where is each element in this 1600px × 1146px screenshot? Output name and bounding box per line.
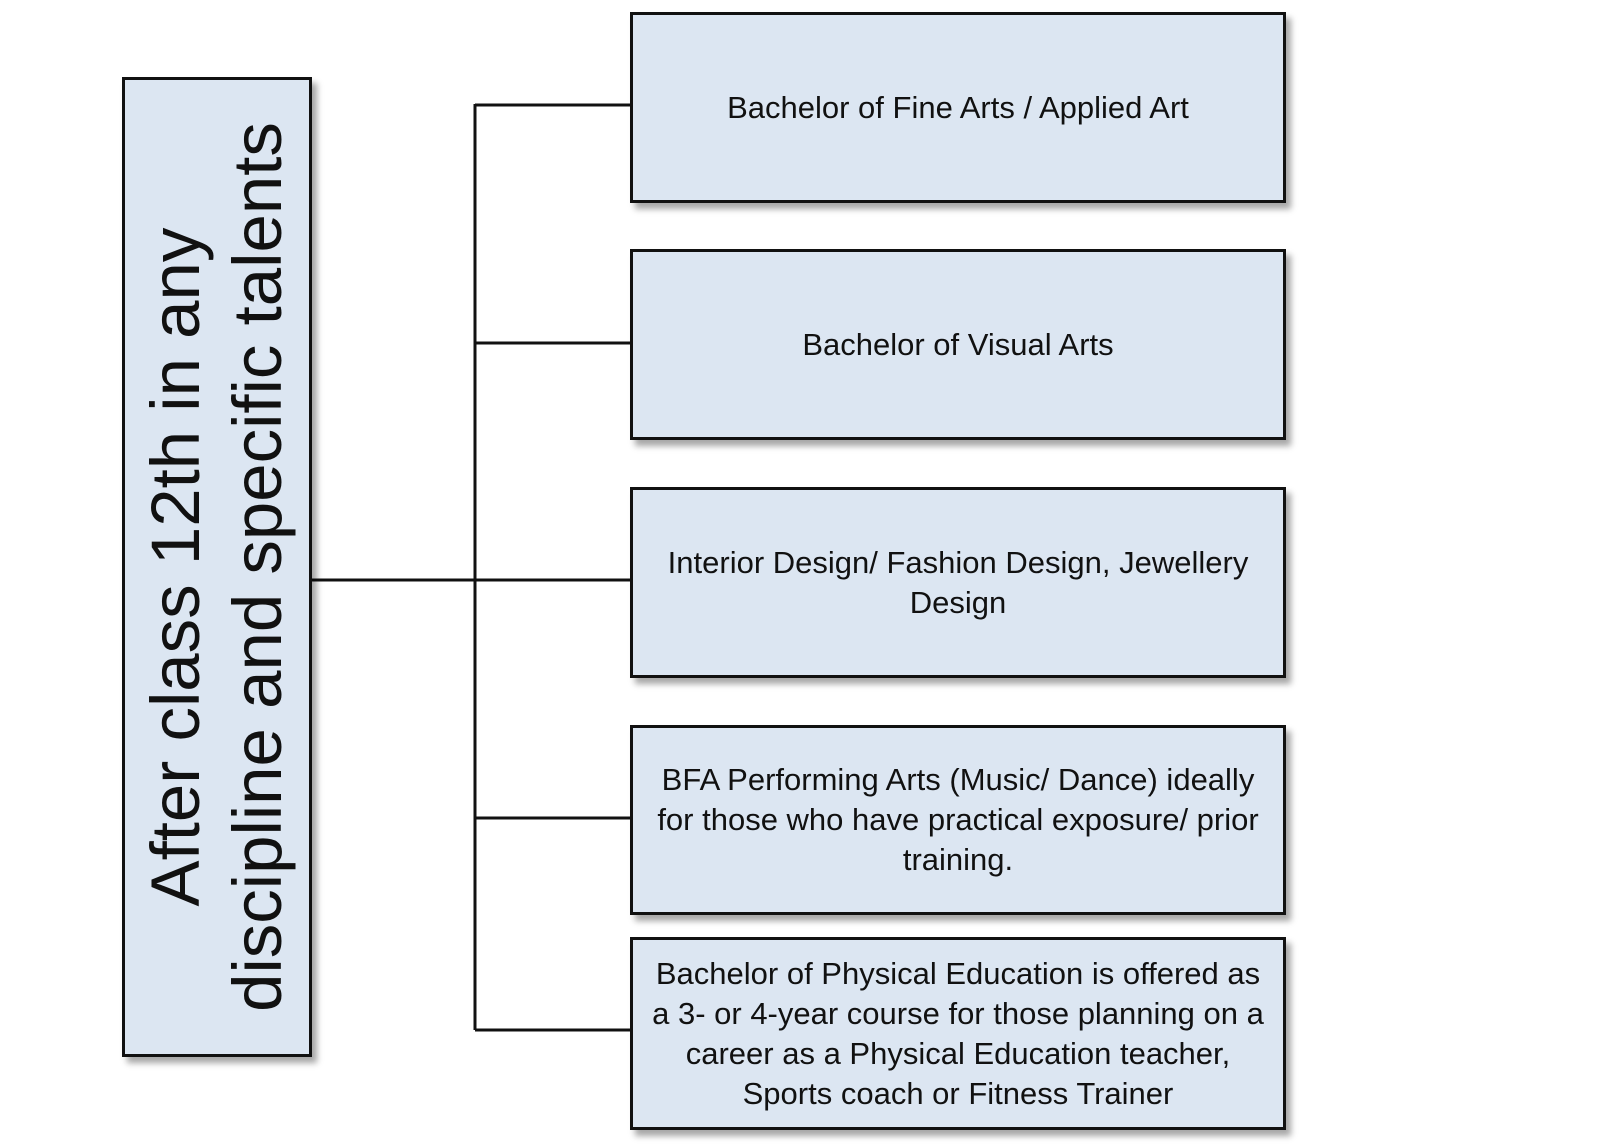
branch-node-fine-arts: Bachelor of Fine Arts / Applied Art <box>630 12 1286 203</box>
branch-label: Bachelor of Visual Arts <box>802 326 1114 362</box>
branch-node-physical-education: Bachelor of Physical Education is offere… <box>630 937 1286 1130</box>
branch-node-visual-arts: Bachelor of Visual Arts <box>630 249 1286 440</box>
root-node: After class 12th in any discipline and s… <box>122 77 312 1057</box>
root-label: After class 12th in any discipline and s… <box>137 122 296 1012</box>
branch-label: BFA Performing Arts (Music/ Dance) ideal… <box>657 762 1259 877</box>
branch-node-performing-arts: BFA Performing Arts (Music/ Dance) ideal… <box>630 725 1286 915</box>
branch-label: Interior Design/ Fashion Design, Jewelle… <box>667 544 1249 620</box>
branch-node-design: Interior Design/ Fashion Design, Jewelle… <box>630 487 1286 678</box>
branch-label: Bachelor of Physical Education is offere… <box>652 955 1264 1111</box>
branch-label: Bachelor of Fine Arts / Applied Art <box>727 89 1189 125</box>
